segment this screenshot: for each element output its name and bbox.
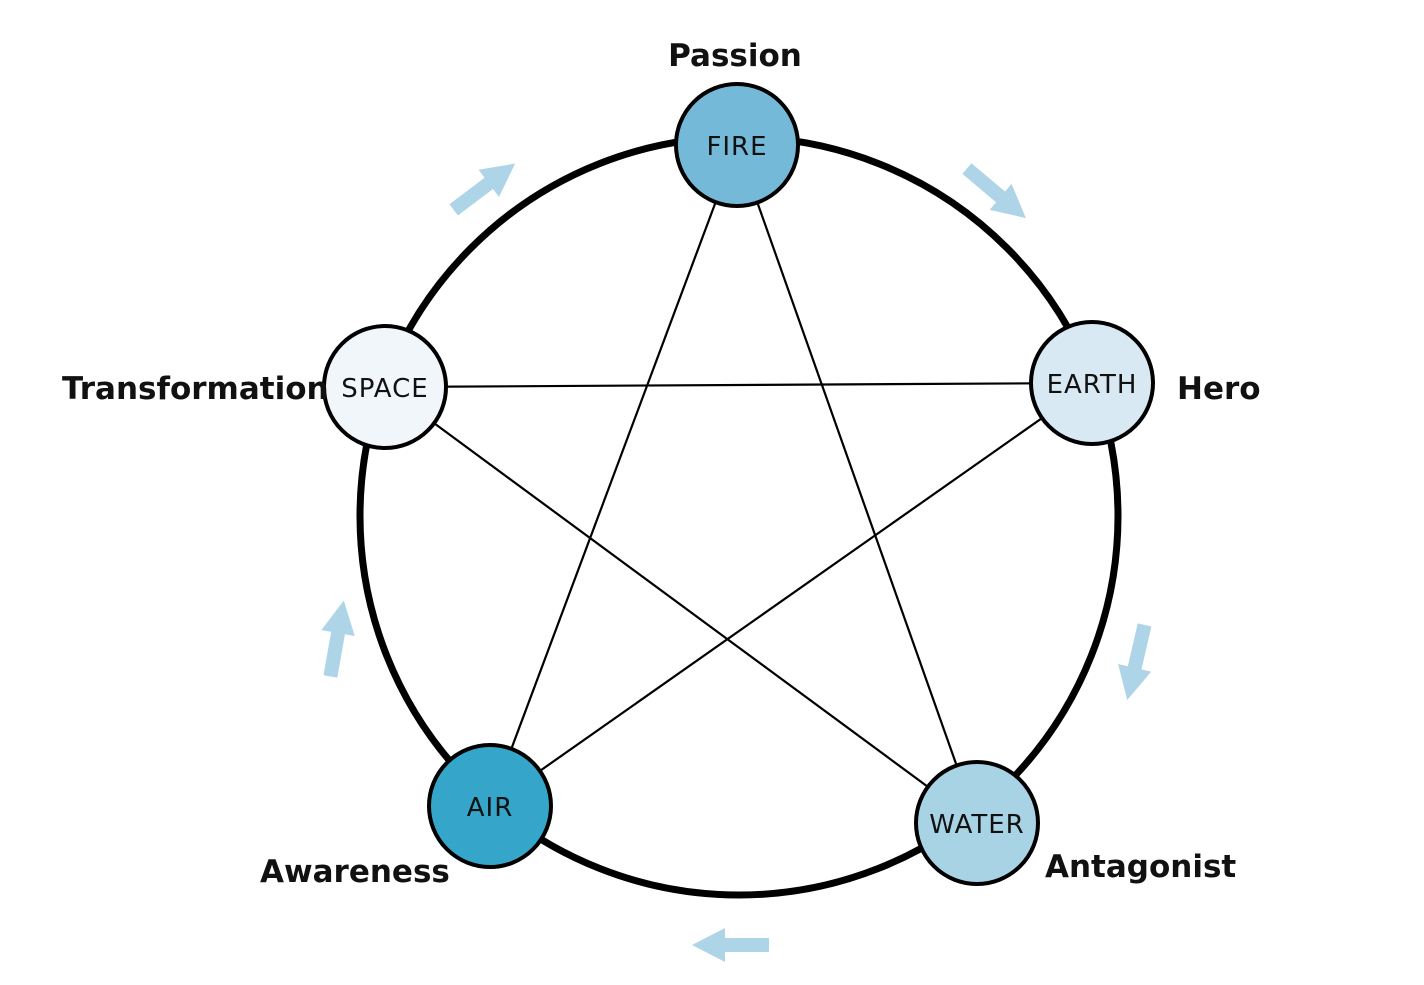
node-earth-label: EARTH	[1047, 370, 1138, 400]
node-water-label: WATER	[929, 810, 1024, 840]
node-space-label: SPACE	[341, 374, 428, 404]
external-label-awareness: Awareness	[260, 854, 450, 890]
node-earth-circle	[1029, 320, 1155, 446]
connection-lines	[384, 144, 1093, 824]
flow-arrow-top-right-icon	[962, 163, 1026, 219]
node-space-circle	[322, 324, 448, 450]
node-fire: FIRE	[674, 82, 800, 208]
connection-fire-air	[488, 144, 739, 807]
connection-earth-space	[384, 381, 1093, 389]
node-water-circle	[914, 760, 1040, 886]
node-space: SPACE	[322, 324, 448, 450]
node-air: AIR	[427, 743, 553, 869]
flow-arrows	[321, 163, 1152, 962]
node-fire-circle	[674, 82, 800, 208]
flow-arrow-bottom-icon	[692, 928, 769, 962]
external-label-passion: Passion	[668, 38, 802, 74]
external-label-hero: Hero	[1177, 371, 1261, 407]
flow-arrow-left-icon	[321, 600, 355, 678]
external-label-antagonist: Antagonist	[1045, 849, 1236, 885]
connection-earth-air	[489, 382, 1093, 807]
flow-arrow-top-left-icon	[449, 163, 516, 216]
node-water: WATER	[914, 760, 1040, 886]
connection-fire-water	[735, 144, 979, 824]
flow-arrow-right-icon	[1118, 623, 1152, 701]
node-fire-label: FIRE	[706, 132, 767, 162]
node-air-label: AIR	[467, 793, 514, 823]
external-label-transformation: Transformation	[62, 371, 329, 407]
node-air-circle	[427, 743, 553, 869]
connection-space-water	[384, 386, 978, 824]
node-earth: EARTH	[1029, 320, 1155, 446]
